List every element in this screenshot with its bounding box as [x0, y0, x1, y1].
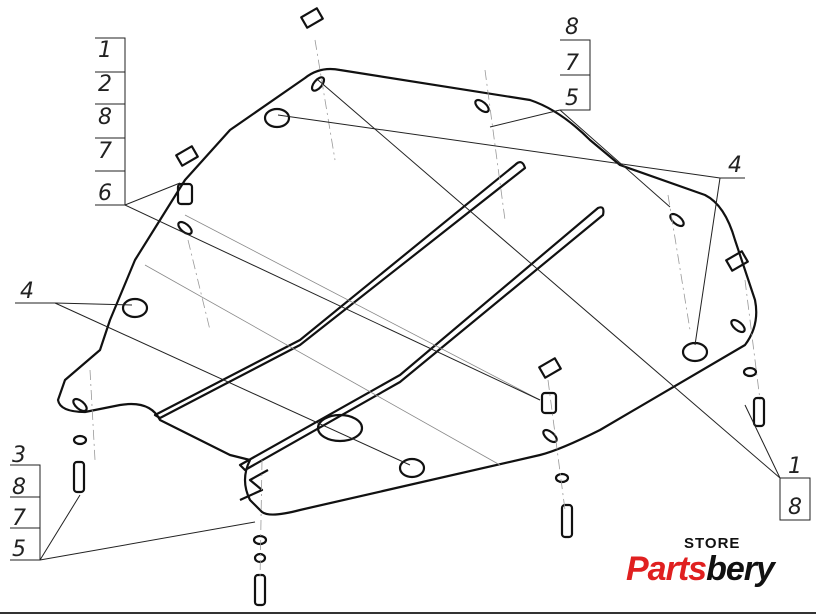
callout-bottom-left: 3 8 7 5 — [12, 443, 26, 562]
center-lines — [89, 39, 761, 581]
logo-brand-text: Partsbery — [626, 550, 775, 589]
mounting-bosses — [72, 76, 746, 479]
plate-outline — [56, 67, 758, 516]
logo-brand-black: bery — [706, 550, 775, 588]
callout-left-mid: 4 — [20, 279, 34, 304]
callout-label: 8 — [12, 475, 26, 500]
callout-label: 5 — [12, 537, 26, 562]
callout-label: 2 — [98, 72, 112, 97]
callout-label: 1 — [788, 454, 802, 479]
callout-top-right: 8 7 5 — [565, 15, 579, 111]
fasteners — [72, 7, 766, 607]
bottom-border — [0, 612, 816, 614]
logo-store-text: STORE — [684, 535, 741, 552]
leader-lines — [10, 37, 811, 561]
logo-brand-red: Parts — [626, 550, 707, 588]
callout-label: 7 — [12, 506, 26, 531]
callout-bottom-right: 1 8 — [788, 454, 802, 520]
callout-label: 7 — [565, 51, 579, 76]
callout-label: 8 — [98, 105, 112, 130]
callout-label: 3 — [12, 443, 26, 468]
callout-right-mid: 4 — [728, 153, 742, 178]
callout-label: 5 — [565, 86, 579, 111]
callout-label: 1 — [98, 38, 112, 63]
callout-label: 6 — [98, 181, 112, 206]
callout-label: 7 — [98, 139, 112, 164]
callout-label: 8 — [565, 15, 579, 40]
callout-top-left: 1 2 8 7 6 — [98, 38, 112, 206]
callout-label: 8 — [788, 495, 802, 520]
partsbery-store-logo: STORE Partsbery — [626, 535, 796, 595]
